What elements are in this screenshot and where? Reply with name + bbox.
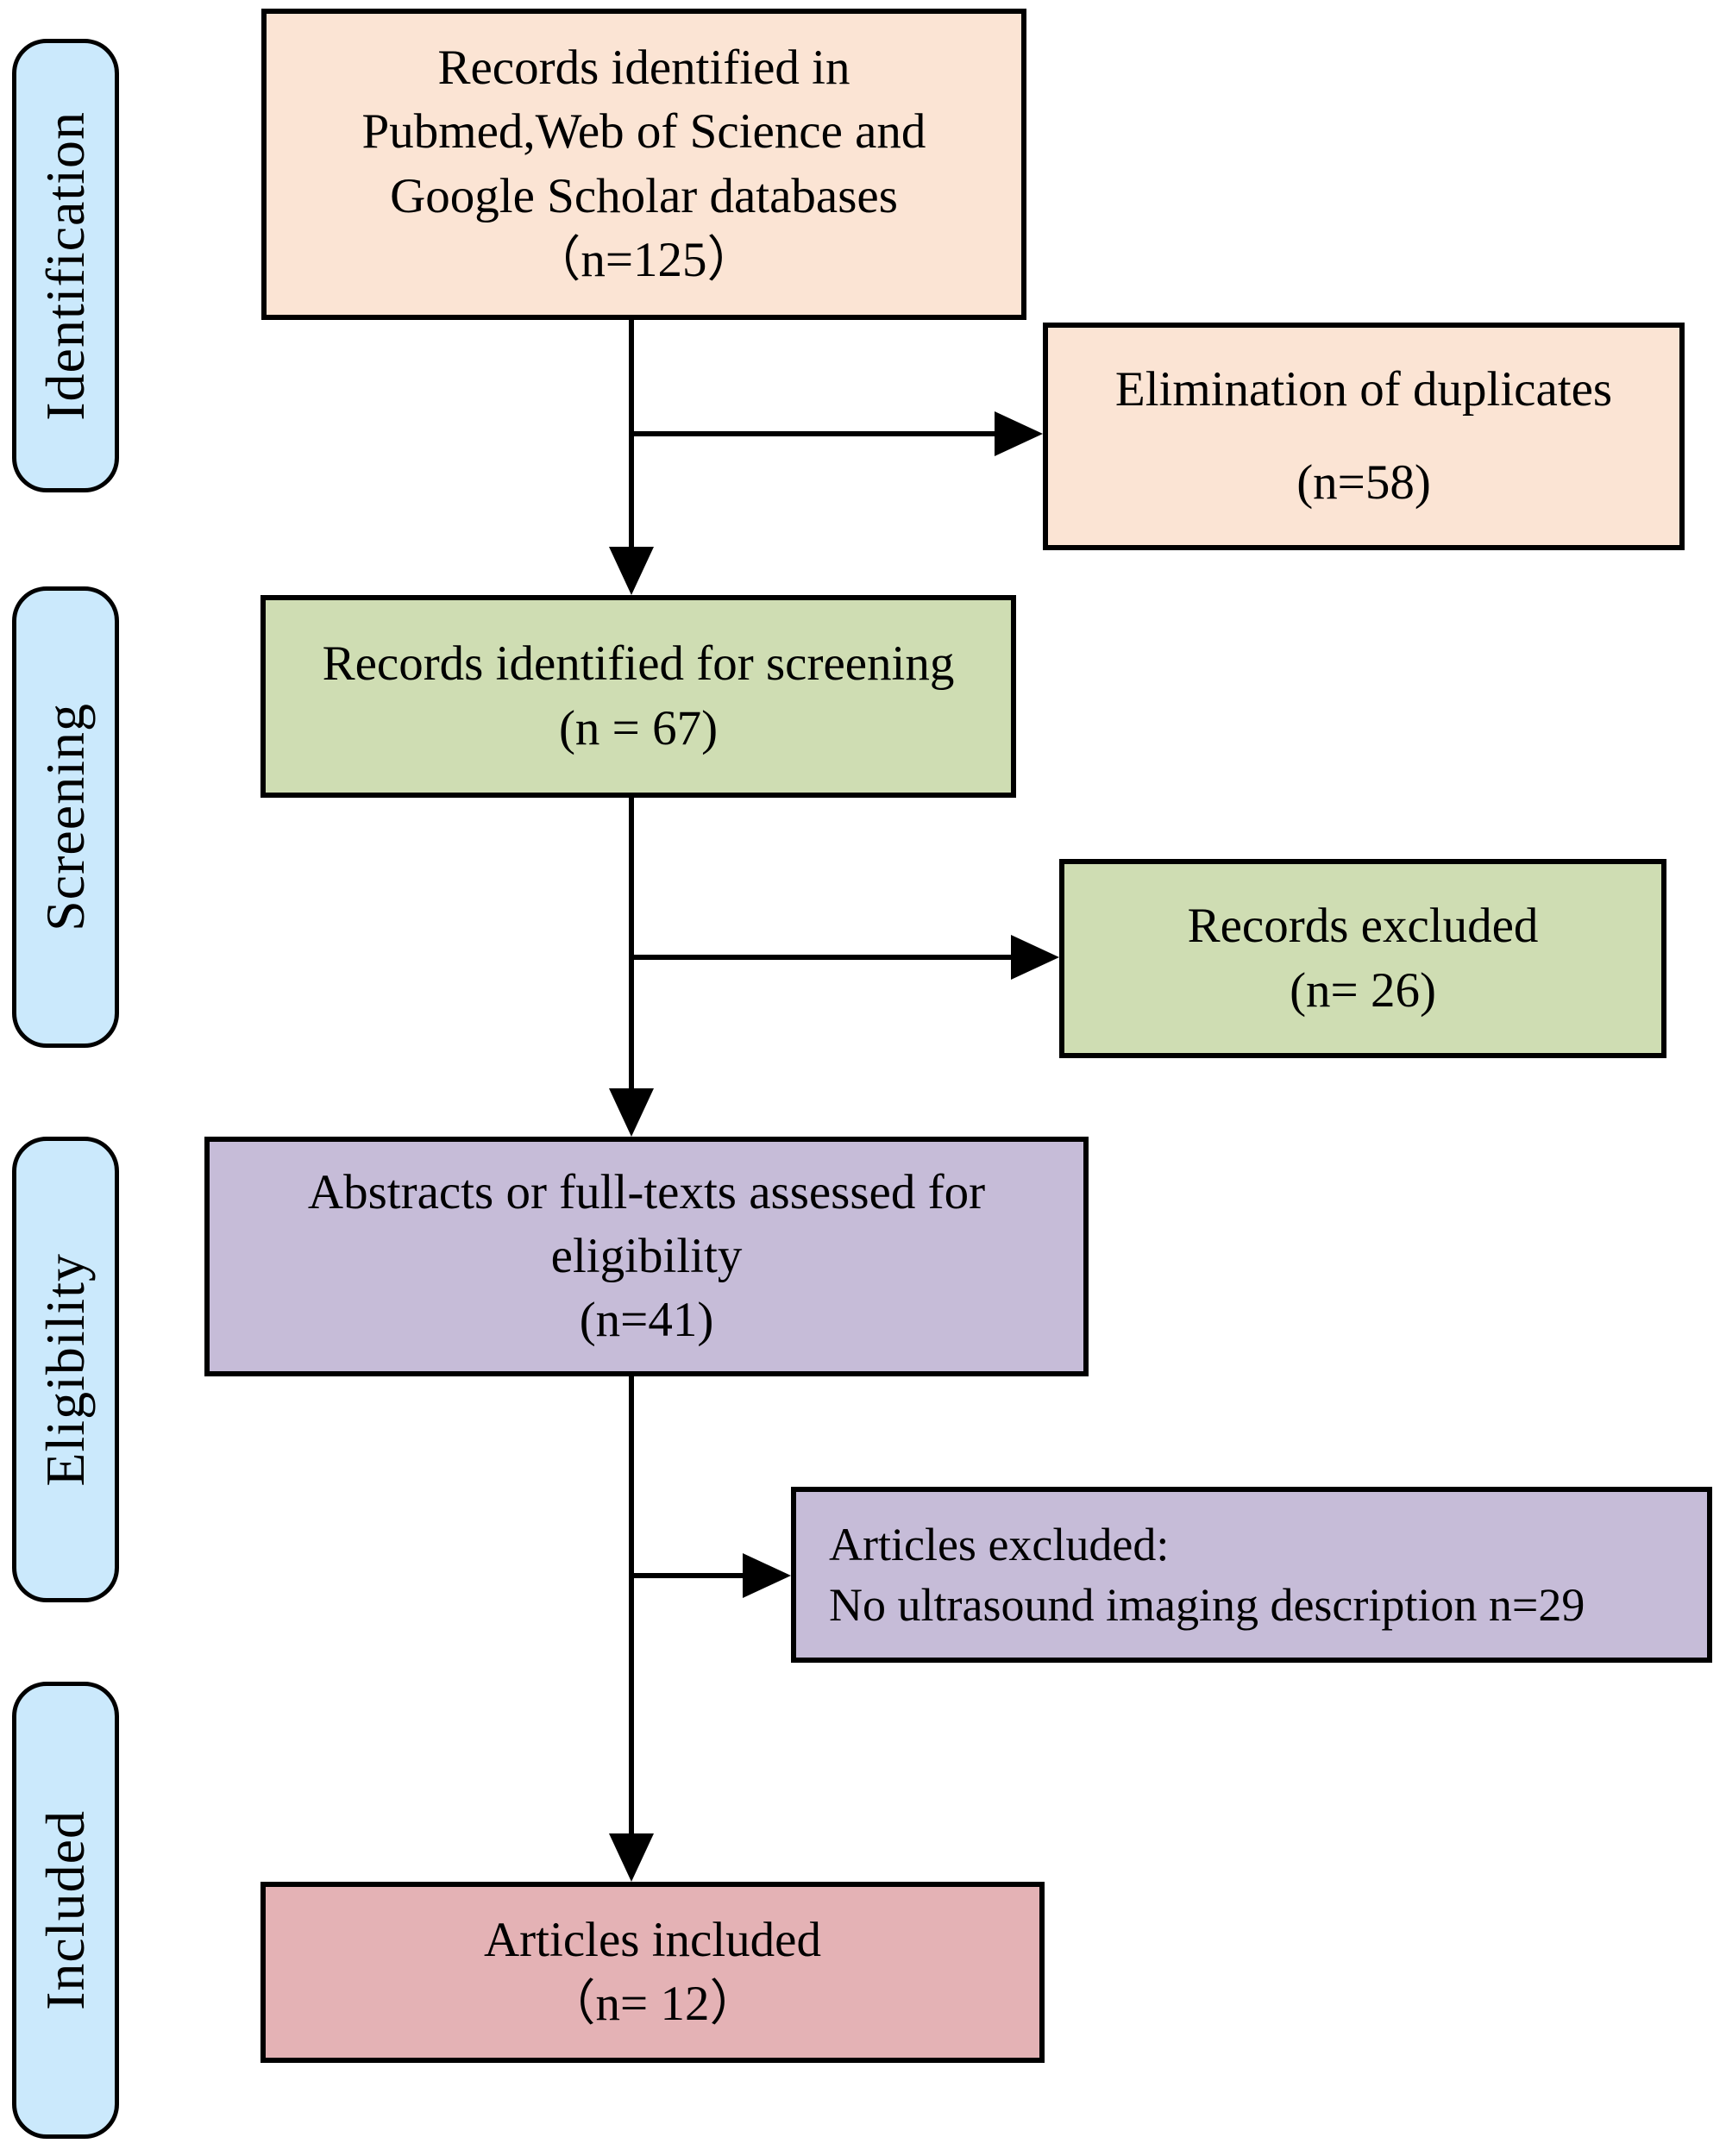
- stage-label-eligibility-text: Eligibility: [35, 1252, 96, 1487]
- arrow-to-elimination-duplicates-line: [631, 431, 998, 436]
- box-records-identified: Records identified in Pubmed,Web of Scie…: [261, 9, 1026, 320]
- box-assessed-for-eligibility: Abstracts or full-texts assessed for eli…: [204, 1137, 1089, 1376]
- stage-label-identification-text: Identification: [35, 110, 96, 421]
- box-records-excluded-text: Records excluded (n= 26): [1187, 899, 1539, 1018]
- box-articles-included: Articles included （n= 12）: [260, 1882, 1045, 2063]
- stage-label-screening-text: Screening: [35, 703, 96, 931]
- arrow-screening-to-eligibility-line: [629, 798, 634, 1091]
- stage-label-included-text: Included: [35, 1810, 96, 2010]
- arrow-right-icon: [743, 1553, 791, 1598]
- box-records-identified-text: Records identified in Pubmed,Web of Scie…: [361, 41, 926, 287]
- box-records-for-screening: Records identified for screening (n = 67…: [260, 595, 1016, 798]
- stage-label-screening: Screening: [12, 586, 119, 1048]
- box-articles-excluded-text: Articles excluded: No ultrasound imaging…: [829, 1518, 1585, 1631]
- arrow-down-icon: [609, 1088, 654, 1137]
- arrow-eligibility-to-included-line: [629, 1376, 634, 1838]
- arrow-right-icon: [995, 411, 1043, 456]
- stage-label-identification: Identification: [12, 39, 119, 492]
- box-records-excluded: Records excluded (n= 26): [1059, 859, 1666, 1058]
- stage-label-included: Included: [12, 1682, 119, 2139]
- arrow-to-records-excluded-line: [631, 955, 1014, 960]
- stage-label-eligibility: Eligibility: [12, 1137, 119, 1602]
- arrow-down-icon: [609, 547, 654, 595]
- arrow-to-articles-excluded-line: [631, 1573, 746, 1578]
- box-assessed-for-eligibility-text: Abstracts or full-texts assessed for eli…: [307, 1164, 986, 1348]
- box-elimination-of-duplicates-title: Elimination of duplicates: [1114, 361, 1613, 417]
- arrow-down-icon: [609, 1833, 654, 1882]
- box-articles-included-text: Articles included （n= 12）: [484, 1912, 821, 2031]
- box-elimination-of-duplicates: Elimination of duplicates (n=58): [1043, 323, 1685, 550]
- box-records-for-screening-text: Records identified for screening (n = 67…: [322, 636, 955, 755]
- box-elimination-of-duplicates-count: (n=58): [1296, 455, 1431, 510]
- arrow-right-icon: [1011, 935, 1059, 980]
- box-articles-excluded: Articles excluded: No ultrasound imaging…: [791, 1487, 1712, 1663]
